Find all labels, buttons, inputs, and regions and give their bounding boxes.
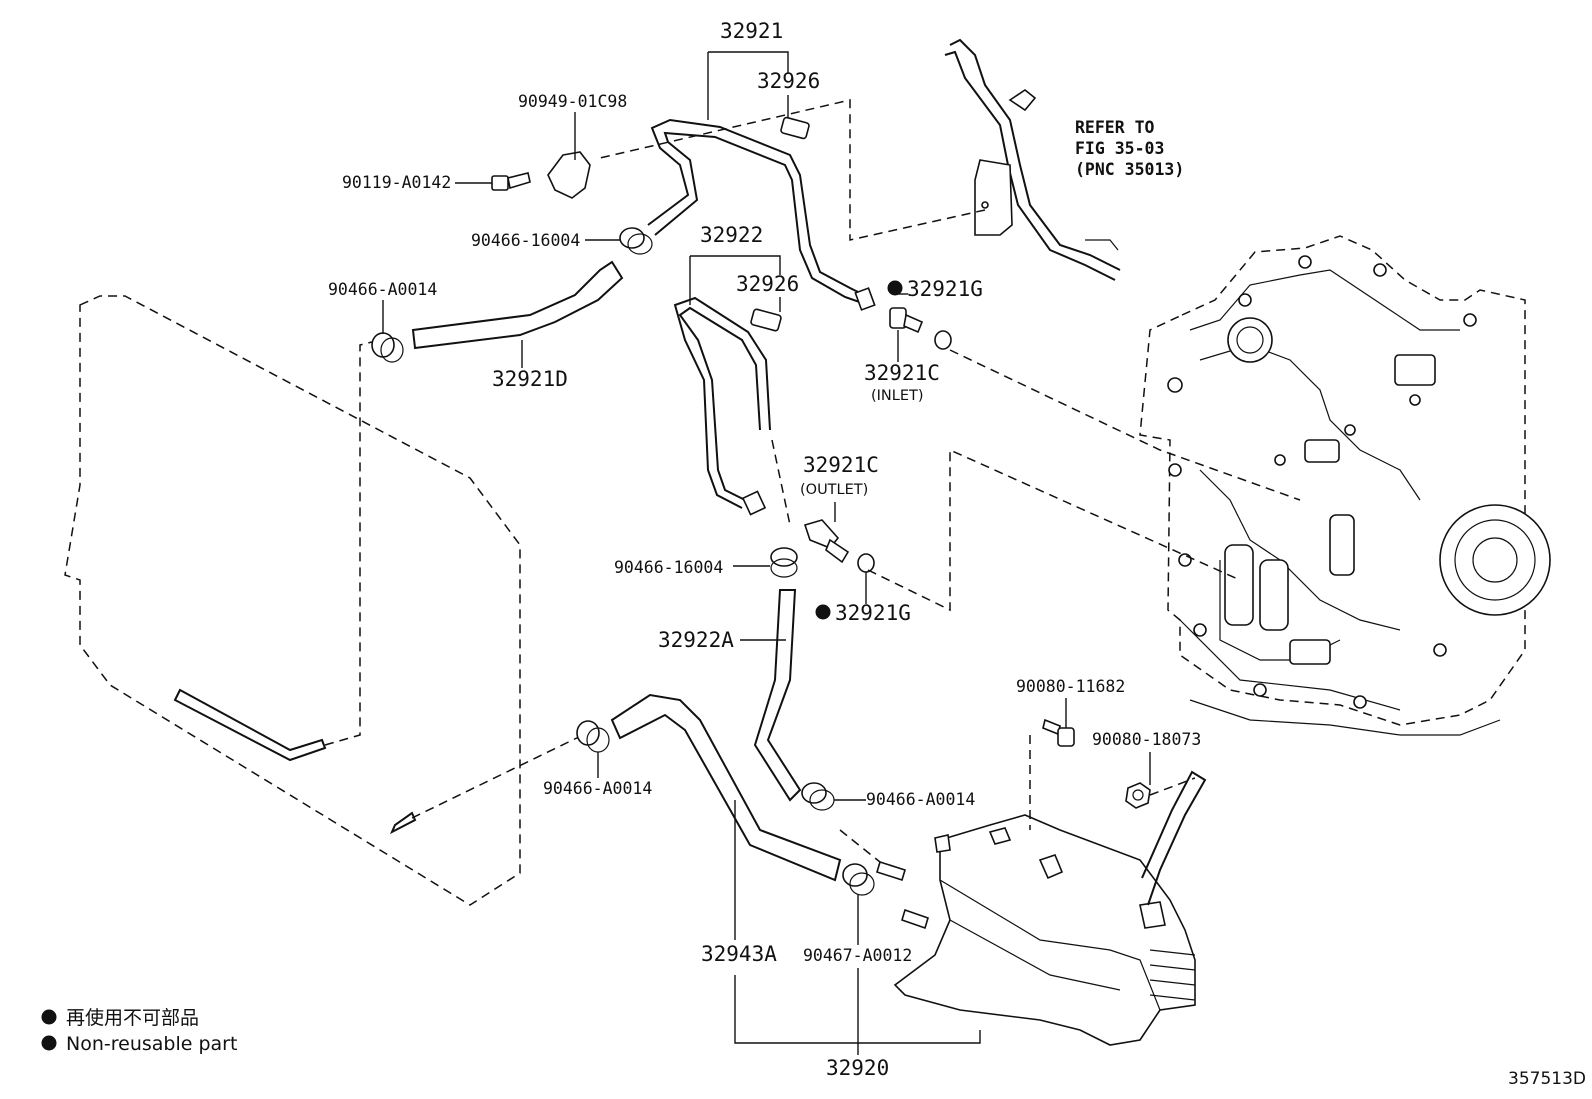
refer-line-2: FIG 35-03	[1075, 139, 1164, 158]
label-90949-01C98: 90949-01C98	[518, 92, 627, 111]
pipe-32922	[673, 296, 771, 516]
hose-32943A	[610, 693, 842, 882]
refer-line-3: (PNC 35013)	[1075, 160, 1184, 179]
label-32921C-outlet: 32921C	[803, 453, 879, 477]
legend-item-en: Non-reusable part	[66, 1033, 237, 1055]
clip-90467-A0012	[842, 863, 875, 896]
refer-line-1: REFER TO	[1075, 118, 1155, 137]
hose-32922A	[753, 589, 802, 802]
label-32921: 32921	[720, 19, 783, 43]
nut-90080-18073	[1125, 782, 1151, 809]
legend: 再使用不可部品 Non-reusable part	[41, 1007, 237, 1055]
label-32926-mid: 32926	[736, 272, 799, 296]
oil-cooler-32920	[876, 770, 1207, 1046]
label-32922: 32922	[700, 223, 763, 247]
legend-dot-1	[41, 1009, 57, 1025]
legend-item-ja: 再使用不可部品	[66, 1007, 199, 1029]
clip-90466-A0014-low	[576, 720, 610, 753]
label-90119-A0142: 90119-A0142	[342, 173, 451, 192]
label-32921G-mid: 32921G	[835, 601, 911, 625]
clip-90466-16004-mid	[770, 547, 798, 578]
note-outlet: (OUTLET)	[800, 482, 868, 498]
label-90466-16004-top: 90466-16004	[471, 231, 580, 250]
leader-lines	[382, 51, 1151, 1055]
figure-id: 357513D	[1508, 1069, 1586, 1089]
label-32926-top: 32926	[757, 69, 820, 93]
bolt-90080-11682	[1042, 718, 1075, 747]
fitting-32921C-inlet	[889, 307, 924, 334]
label-32943A: 32943A	[701, 942, 777, 966]
label-90466-A0014-left: 90466-A0014	[328, 280, 437, 299]
grommet-32926-mid	[750, 308, 782, 332]
clamp-90949	[547, 151, 591, 199]
legend-dot-2	[41, 1035, 57, 1051]
hose-32921D	[411, 260, 624, 350]
clip-90466-A0014-right	[801, 782, 835, 811]
grommet-32926-top	[780, 116, 810, 140]
dipstick-bracket	[599, 38, 1121, 281]
label-32921C-inlet: 32921C	[864, 361, 940, 385]
clip-90466-16004-top	[619, 227, 653, 255]
label-32921G-top: 32921G	[907, 277, 983, 301]
radiator-outline	[64, 295, 586, 906]
bolt-90119	[491, 172, 531, 191]
label-90467-A0012: 90467-A0012	[803, 946, 912, 965]
fitting-32921C-outlet	[803, 519, 850, 564]
non-reusable-dot-top	[887, 280, 903, 296]
label-90466-16004-mid: 90466-16004	[614, 558, 723, 577]
oring-32921G-top	[934, 330, 952, 350]
pipe-32921	[647, 118, 876, 311]
label-90080-18073: 90080-18073	[1092, 730, 1201, 749]
oring-32921G-mid	[857, 553, 875, 573]
label-90466-A0014-right: 90466-A0014	[866, 790, 975, 809]
label-32920: 32920	[826, 1056, 889, 1080]
label-90080-11682: 90080-11682	[1016, 677, 1125, 696]
label-32922A: 32922A	[658, 628, 734, 652]
transaxle-housing	[1139, 235, 1551, 736]
clip-90466-A0014-left	[371, 332, 404, 363]
label-90466-A0014-low: 90466-A0014	[543, 779, 652, 798]
note-inlet: (INLET)	[871, 388, 924, 404]
non-reusable-dot-mid	[815, 604, 831, 620]
label-32921D: 32921D	[492, 367, 568, 391]
